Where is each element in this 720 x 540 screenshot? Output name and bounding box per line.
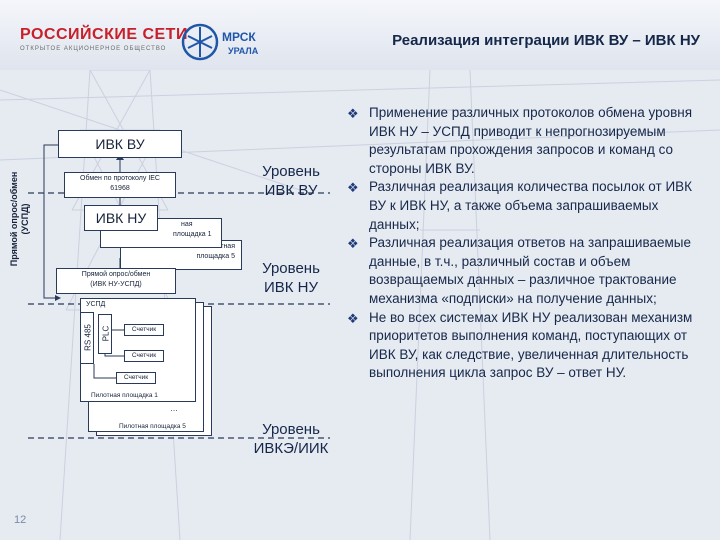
iec-exchange-box: Обмен по протоколу IEC 61968 [64,172,176,198]
uspd-label: УСПД [86,301,106,308]
level-vu-line1: Уровень [262,163,320,180]
ivk-nu-box: ИВК НУ [84,205,158,231]
level-iike-line1: Уровень [262,421,320,438]
meter-3-box: Счетчик [116,372,156,384]
direct-label-line2: (ИВК НУ-УСПД) [90,281,142,288]
diamond-bullet-icon: ❖ [347,236,359,252]
level-vu-line2: ИВК ВУ [264,182,318,199]
bullet-item: ❖ Не во всех системах ИВК НУ реализован … [345,309,705,383]
direct-label-line1: Прямой опрос/обмен [81,271,151,278]
bullet-list: ❖ Применение различных протоколов обмена… [345,104,705,383]
bullet-item: ❖ Применение различных протоколов обмена… [345,104,705,178]
meter-1-label: Счетчик [131,326,157,333]
rosseti-logo-subtext: ОТКРЫТОЕ АКЦИОНЕРНОЕ ОБЩЕСТВО [20,46,167,52]
level-vu-label: Уровень ИВК ВУ [236,162,346,200]
bullet-item: ❖ Различная реализация ответов на запраш… [345,234,705,308]
meter-3-label: Счетчик [123,374,149,381]
iec-label-line1: Обмен по протоколу IEC [80,175,160,182]
page-number: 12 [14,514,27,526]
rosseti-logo: РОССИЙСКИЕ СЕТИ ОТКРЫТОЕ АКЦИОНЕРНОЕ ОБЩ… [18,26,187,54]
level-nu-label: Уровень ИВК НУ [236,259,346,297]
rosseti-logo-text: РОССИЙСКИЕ СЕТИ [20,26,188,43]
ivk-vu-box: ИВК ВУ [58,130,182,158]
bullet-text: Различная реализация ответов на запрашив… [369,235,691,306]
bullet-item: ❖ Различная реализация количества посыло… [345,178,705,234]
plc-box: PLC [98,314,112,354]
mrsk-logo: МРСК УРАЛА [180,20,270,64]
pilot1-small-label: площадка 1 [173,231,212,238]
iec-label-line2: 61968 [110,185,130,192]
slide-title: Реализация интеграции ИВК ВУ – ИВК НУ [392,32,700,49]
pilot-area5-label: Пилотная площадка 5 [119,423,186,430]
ellipsis-label: … [170,404,178,413]
diamond-bullet-icon: ❖ [347,180,359,196]
pilot5-label-line2: площадка 5 [196,253,235,260]
pilot-area1-label: Пилотная площадка 1 [91,392,158,399]
level-nu-line1: Уровень [262,260,320,277]
ivk-vu-label: ИВК ВУ [95,136,145,152]
bullet-text: Различная реализация количества посылок … [369,179,693,232]
level-iike-label: Уровень ИВКЭ/ИИК [236,420,346,458]
mrsk-emblem-icon [181,23,219,61]
level-iike-line2: ИВКЭ/ИИК [253,440,329,457]
mrsk-logo-text: МРСК [222,30,256,44]
mrsk-logo-subtext: УРАЛА [228,46,259,56]
bullet-text: Применение различных протоколов обмена у… [369,105,693,176]
diamond-bullet-icon: ❖ [347,106,359,121]
direct-exchange-box: Прямой опрос/обмен (ИВК НУ-УСПД) [56,268,176,294]
rs485-box: RS 485 [80,312,94,364]
diamond-bullet-icon: ❖ [347,310,359,326]
bullet-text: Не во всех системах ИВК НУ реализован ме… [369,309,693,381]
level-nu-line2: ИВК НУ [263,279,319,296]
uspd-box: УСПД [84,300,114,312]
header-bar: РОССИЙСКИЕ СЕТИ ОТКРЫТОЕ АКЦИОНЕРНОЕ ОБЩ… [0,0,720,70]
meter-2-label: Счетчик [131,352,157,359]
pilot1-partial-label: ная [181,221,193,228]
meter-2-box: Счетчик [124,350,164,362]
meter-1-box: Счетчик [124,324,164,336]
ivk-nu-label: ИВК НУ [95,210,147,226]
